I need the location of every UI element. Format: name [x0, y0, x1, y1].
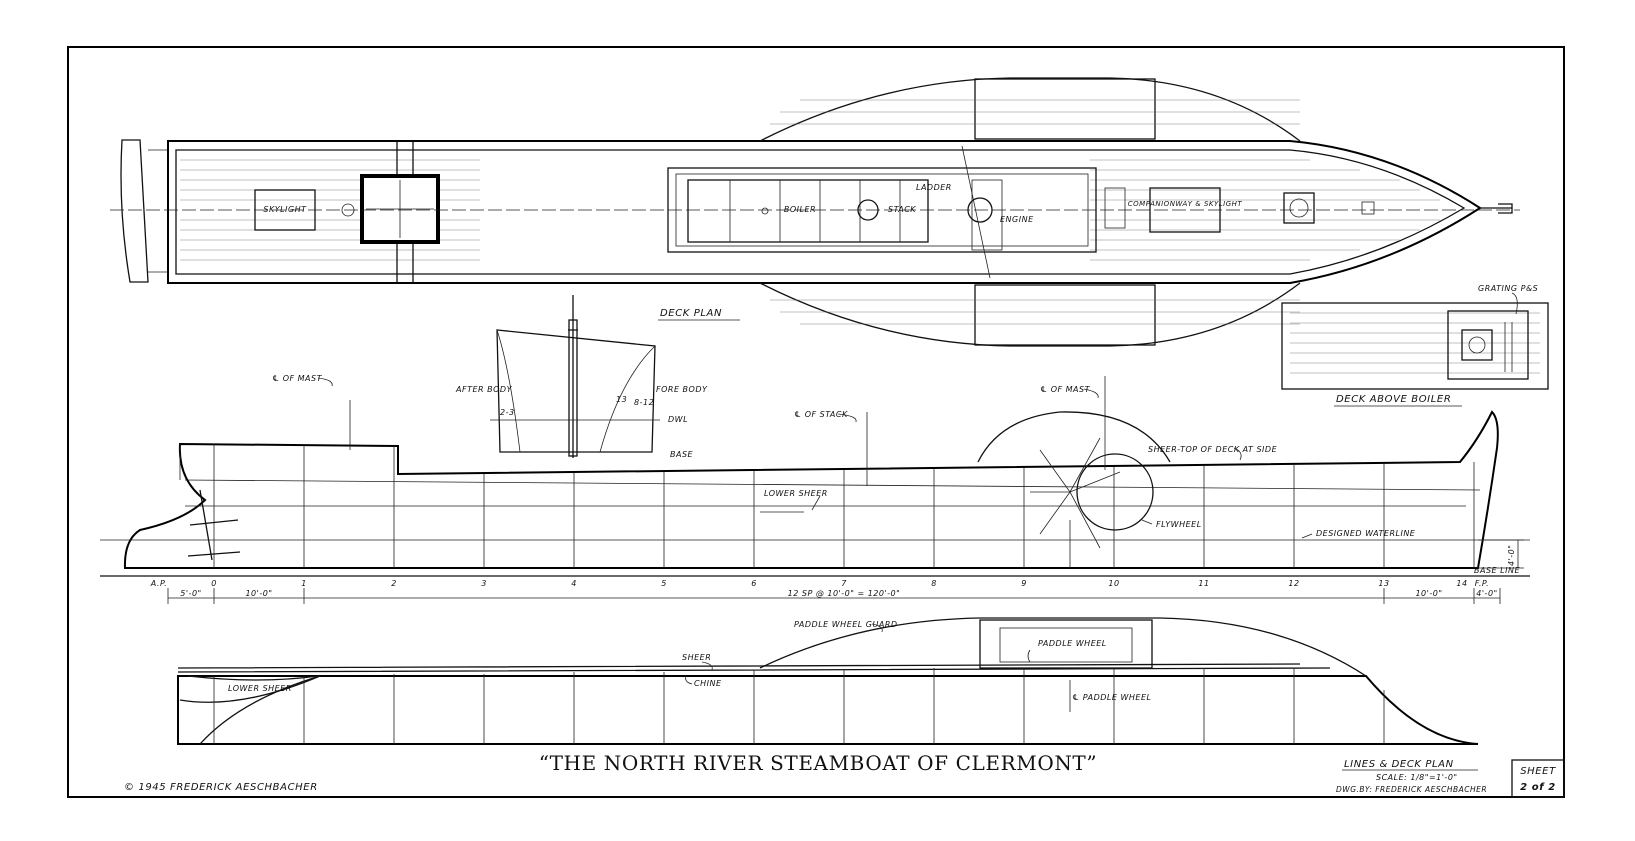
grating-label: GRATING P&S	[1478, 284, 1538, 293]
station-label: 11	[1198, 579, 1209, 588]
dim-main-spacing: 12 SP @ 10'-0" = 120'-0"	[788, 589, 901, 598]
after-body-label: AFTER BODY	[455, 385, 513, 394]
station-label: 0	[211, 579, 217, 588]
half-breadth-view: PADDLE WHEEL GUARD PADDLE WHEEL SHEER CH…	[177, 617, 1479, 745]
body-plan-left-mark: 2-3	[500, 408, 515, 417]
dwl-label: DESIGNED WATERLINE	[1316, 529, 1416, 538]
hull-deck-outline	[167, 140, 1482, 284]
copyright-text: © 1945 FREDERICK AESCHBACHER	[124, 782, 318, 793]
paddle-guard-lower	[759, 282, 1301, 347]
station-label: 10	[1108, 579, 1119, 588]
stack-centerline-label: ℄ OF STACK	[794, 410, 848, 419]
paddle-wheel-label: PADDLE WHEEL	[1038, 639, 1107, 648]
sheer-label: SHEER	[682, 653, 711, 662]
paddle-center-label: ℄ PADDLE WHEEL	[1072, 693, 1151, 702]
engine-label: ENGINE	[1000, 215, 1034, 224]
station-label: 8	[931, 579, 937, 588]
companionway-label: COMPANIONWAY & SKYLIGHT	[1128, 200, 1243, 208]
boiler-label: BOILER	[784, 205, 816, 214]
lower-sheer-profile-label: LOWER SHEER	[764, 489, 828, 498]
ladder-label: LADDER	[916, 183, 952, 192]
flywheel-label: FLYWHEEL	[1156, 520, 1202, 529]
hull-profile	[123, 410, 1499, 569]
deck-plan-caption: DECK PLAN	[660, 308, 722, 319]
profile-view: ℄ OF MAST ℄ OF STACK ℄ OF MAST SHEER-TOP…	[100, 374, 1530, 604]
rudder-outline	[120, 139, 149, 283]
dim-fwd-overhang: 4'-0"	[1476, 589, 1497, 598]
sheet-box	[1511, 759, 1565, 798]
mast-aft-label: ℄ OF MAST	[272, 374, 323, 383]
draft-label: 4'-0"	[1507, 545, 1516, 566]
station-label: 6	[751, 579, 757, 588]
base-line-label: BASE LINE	[1474, 566, 1520, 575]
fore-body-label: FORE BODY	[656, 385, 708, 394]
body-plan-base-label: BASE	[670, 450, 694, 459]
station-label: 9	[1021, 579, 1027, 588]
body-plan: AFTER BODY FORE BODY 2-3 8-12 13 DWL BAS…	[455, 295, 708, 459]
station-labels: A.P. 0 1 2 3 4 5 6 7 8 9 10 11 12 13 14 …	[150, 579, 1489, 588]
station-label: 5	[661, 579, 667, 588]
station-label: 3	[481, 579, 487, 588]
lower-hull-outline	[177, 675, 1479, 745]
sheet-label: SHEET	[1520, 766, 1556, 777]
skylight-label: SKYLIGHT	[263, 205, 307, 214]
dim-fwd-spacing: 10'-0"	[1415, 589, 1442, 598]
stack-label: STACK	[888, 205, 916, 214]
flywheel-circle	[1076, 453, 1154, 531]
body-plan-dwl-label: DWL	[668, 415, 688, 424]
mast-fwd-label: ℄ OF MAST	[1040, 385, 1091, 394]
drawing-name: LINES & DECK PLAN	[1344, 759, 1454, 770]
paddle-wheel-guard-label: PADDLE WHEEL GUARD	[794, 620, 898, 629]
deck-plan: SKYLIGHT BOILER STACK LADDER ENGINE COMP…	[110, 77, 1520, 347]
paddle-guard-upper	[759, 77, 1301, 142]
dim-aft-overhang: 5'-0"	[180, 589, 201, 598]
station-label: 4	[571, 579, 577, 588]
sheet-number: 2 of 2	[1520, 782, 1556, 793]
deck-above-boiler-caption: DECK ABOVE BOILER	[1336, 394, 1451, 405]
deck-above-boiler: GRATING P&S DECK ABOVE BOILER	[1281, 284, 1549, 407]
station-label: 1	[301, 579, 307, 588]
drawn-by: DWG.BY: FREDERICK AESCHBACHER	[1336, 785, 1487, 794]
chine-label: CHINE	[694, 679, 722, 688]
station-label: 12	[1288, 579, 1299, 588]
sheet-border	[67, 46, 1565, 798]
lower-sheer-label: LOWER SHEER	[228, 684, 292, 693]
station-label: 2	[391, 579, 397, 588]
drawing-scale: SCALE: 1/8"=1'-0"	[1376, 773, 1458, 782]
station-label: 13	[1378, 579, 1389, 588]
station-label: F.P.	[1475, 579, 1489, 588]
title-block: LINES & DECK PLAN SCALE: 1/8"=1'-0" DWG.…	[1336, 759, 1565, 798]
boiler	[687, 179, 929, 243]
sheer-note-label: SHEER-TOP OF DECK AT SIDE	[1148, 445, 1278, 454]
dim-aft-spacing: 10'-0"	[245, 589, 272, 598]
paddle-wheel-box	[979, 619, 1153, 669]
station-label: A.P.	[150, 579, 167, 588]
drawing-title: “THE NORTH RIVER STEAMBOAT OF CLERMONT”	[539, 751, 1097, 775]
station-label: 14	[1456, 579, 1467, 588]
body-plan-right-mark: 8-12	[634, 398, 654, 407]
body-plan-center-mark: 13	[616, 395, 627, 404]
station-label: 7	[841, 579, 847, 588]
